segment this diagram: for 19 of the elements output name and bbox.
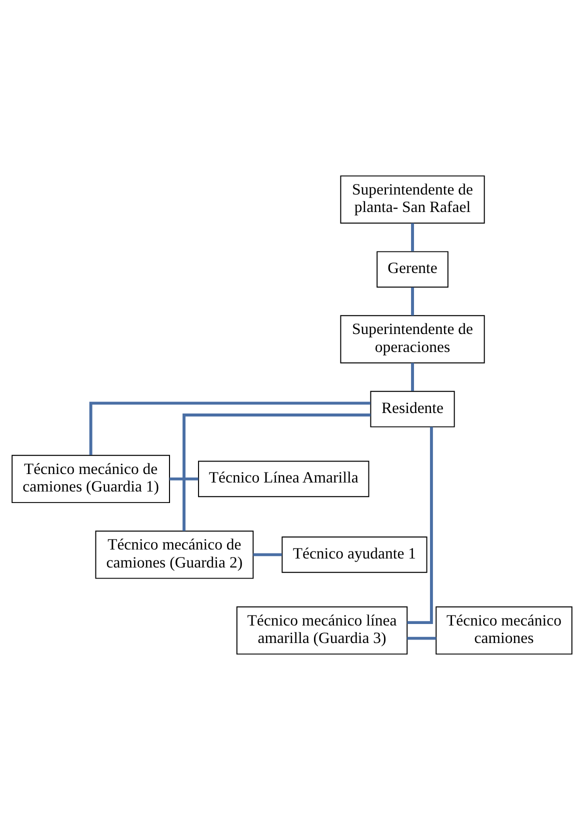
connector — [407, 636, 436, 640]
connector — [411, 362, 414, 391]
node-box: Técnico Línea Amarilla — [198, 460, 370, 498]
node-box: Técnico ayudante 1 — [282, 536, 428, 573]
connector — [253, 553, 282, 556]
connector — [89, 402, 370, 455]
node-box: Residente — [370, 390, 455, 428]
connector — [170, 477, 198, 480]
node-box: Superintendente de operaciones — [340, 315, 485, 364]
node-box: Gerente — [376, 251, 448, 288]
connector — [411, 287, 414, 316]
connector — [411, 223, 414, 252]
node-box: Superintendente de planta- San Rafael — [340, 175, 485, 224]
node-box: Técnico mecánico línea amarilla (Guardia 3) — [236, 606, 408, 655]
connector — [182, 414, 371, 531]
node-box: Técnico mecánico camiones — [436, 606, 572, 655]
node-box: Técnico mecánico de camiones (Guardia 1) — [12, 454, 170, 504]
node-box: Técnico mecánico de camiones (Guardia 2) — [95, 530, 254, 579]
connector — [407, 426, 433, 624]
